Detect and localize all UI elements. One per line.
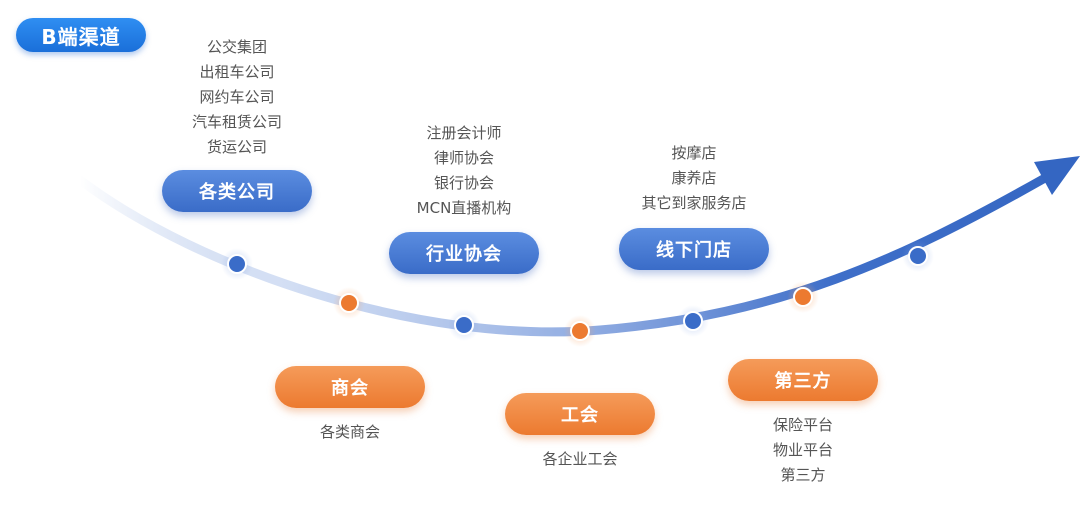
association-item: 律师协会 xyxy=(433,149,494,167)
company-item-list: 公交集团 出租车公司 网约车公司 汽车租赁公司 货运公司 xyxy=(137,35,337,160)
page-title: B端渠道 xyxy=(16,18,146,52)
node-dot-5 xyxy=(677,305,709,337)
store-item: 按摩店 xyxy=(671,144,717,162)
store-item: 康养店 xyxy=(671,169,717,187)
association-item-list: 注册会计师 律师协会 银行协会 MCN直播机构 xyxy=(364,121,564,221)
node-dot-1 xyxy=(221,248,253,280)
company-item: 网约车公司 xyxy=(199,88,275,106)
third-party-item: 第三方 xyxy=(780,466,826,484)
union-pill: 工会 xyxy=(505,393,655,435)
arrow-head-icon xyxy=(1034,156,1080,195)
association-pill: 行业协会 xyxy=(389,232,539,274)
company-item: 公交集团 xyxy=(206,38,267,56)
chamber-item: 各类商会 xyxy=(319,423,380,441)
association-item: 注册会计师 xyxy=(426,124,502,142)
node-dot-3 xyxy=(448,309,480,341)
association-item: 银行协会 xyxy=(433,174,494,192)
third-party-pill: 第三方 xyxy=(728,359,878,401)
chamber-pill: 商会 xyxy=(275,366,425,408)
third-party-item: 物业平台 xyxy=(772,441,833,459)
company-item: 出租车公司 xyxy=(199,63,275,81)
association-item: MCN直播机构 xyxy=(416,199,512,217)
chamber-item-list: 各类商会 xyxy=(250,420,450,445)
node-dot-6 xyxy=(787,281,819,313)
node-dot-2 xyxy=(333,287,365,319)
store-pill: 线下门店 xyxy=(619,228,769,270)
node-dot-4 xyxy=(564,315,596,347)
store-item: 其它到家服务店 xyxy=(641,194,747,212)
node-dot-7 xyxy=(902,240,934,272)
union-item: 各企业工会 xyxy=(542,450,618,468)
third-party-item-list: 保险平台 物业平台 第三方 xyxy=(703,413,903,488)
company-item: 货运公司 xyxy=(206,138,267,156)
third-party-item: 保险平台 xyxy=(772,416,833,434)
company-item: 汽车租赁公司 xyxy=(191,113,282,131)
company-pill: 各类公司 xyxy=(162,170,312,212)
store-item-list: 按摩店 康养店 其它到家服务店 xyxy=(594,141,794,216)
union-item-list: 各企业工会 xyxy=(480,447,680,472)
